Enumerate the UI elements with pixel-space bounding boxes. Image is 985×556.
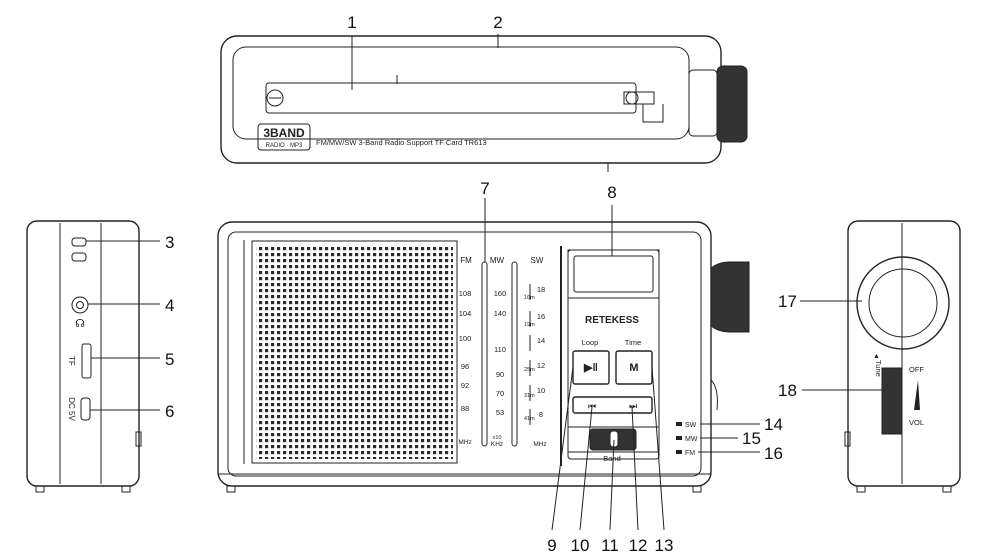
- play-pause-button[interactable]: ▶ǁ: [572, 350, 610, 385]
- next-icon: ⏭: [629, 401, 637, 411]
- sw-tick-label: 18: [537, 285, 545, 294]
- top-tuning-knob: [716, 65, 748, 143]
- sw-tick-label: 14: [537, 336, 545, 345]
- sw-meter-label: 16m: [524, 295, 535, 301]
- fm-tick-label: 104: [459, 309, 472, 318]
- mw-tick-label: 53: [496, 408, 504, 417]
- product-text: FM/MW/SW 3-Band Radio Support TF Card TR…: [316, 138, 487, 147]
- fm-tick-label: 96: [461, 362, 469, 371]
- side-slot-bottom: [71, 252, 87, 262]
- mode-icon: M: [629, 362, 638, 374]
- loop-label: Loop: [582, 338, 599, 347]
- dc-label: DC 5V: [67, 397, 76, 421]
- sw-tick-label: 8: [539, 410, 543, 419]
- mw-indicator-label: MW: [685, 436, 698, 443]
- callout-3: 3: [165, 233, 174, 252]
- callout-11: 11: [601, 536, 619, 555]
- callout-13: 13: [655, 536, 674, 555]
- fm-tick-label: 100: [459, 334, 472, 343]
- dial-pointer-track-left: [481, 261, 488, 447]
- sw-unit: MHz: [533, 441, 546, 448]
- prev-next-button[interactable]: ⏮ ⏭: [572, 396, 653, 414]
- previous-icon: ⏮: [588, 401, 596, 411]
- tf-card-slot: [81, 343, 92, 379]
- side-slot-top: [71, 237, 87, 247]
- band-label: Band: [603, 454, 621, 463]
- mw-tick-label: 90: [496, 370, 504, 379]
- display-window: [567, 249, 660, 299]
- badge-title: 3BAND: [263, 126, 305, 140]
- fm-header: FM: [460, 256, 472, 265]
- 3band-badge: [257, 123, 311, 151]
- mw-unit: KHz: [491, 441, 503, 448]
- callout-18: 18: [778, 381, 797, 400]
- fm-tick-label: 108: [459, 289, 472, 298]
- brand-logo: RETEKESS: [585, 315, 639, 326]
- mw-tick-label: 70: [496, 389, 504, 398]
- front-tuning-knob: [710, 261, 750, 333]
- vol-label: VOL: [909, 418, 924, 427]
- volume-wheel[interactable]: [881, 367, 903, 435]
- callout-12: 12: [629, 536, 648, 555]
- antenna: [265, 82, 637, 114]
- sw-indicator-label: SW: [685, 422, 697, 429]
- tf-label: TF: [67, 356, 76, 366]
- sw-meter-label: 19m: [524, 322, 535, 328]
- mw-tick-label: 140: [494, 309, 507, 318]
- speaker-grille: [251, 240, 458, 464]
- callout-1: 1: [347, 13, 356, 32]
- callout-15: 15: [742, 429, 761, 448]
- top-view: 3BAND RADIO · MP3 FM/MW/SW 3-Band Radio …: [220, 13, 748, 172]
- left-side-view: ☊ TF DC 5V 3 4 5 6: [26, 220, 174, 493]
- lcd-display: [573, 255, 654, 293]
- mw-tick-label: 160: [494, 289, 507, 298]
- mw-tick-label: 110: [494, 345, 506, 354]
- control-panel: [567, 249, 660, 460]
- fm-unit: MHz: [458, 439, 471, 446]
- fm-tick-label: 88: [461, 404, 469, 413]
- volume-wedge-icon: [914, 380, 920, 410]
- fm-tick-label: 92: [461, 381, 469, 390]
- sw-tick-label: 10: [537, 386, 545, 395]
- callout-10: 10: [571, 536, 590, 555]
- time-label: Time: [625, 338, 641, 347]
- badge-subtitle: RADIO · MP3: [266, 143, 303, 149]
- callout-8: 8: [607, 183, 616, 202]
- off-label: OFF: [909, 365, 924, 374]
- callout-5: 5: [165, 350, 174, 369]
- mw-header: MW: [490, 256, 505, 265]
- fm-indicator-label: FM: [685, 450, 695, 457]
- right-side-view: Tune ▲ OFF VOL 17 18: [778, 220, 961, 493]
- headphone-icon: ☊: [75, 318, 85, 330]
- callout-17: 17: [778, 292, 797, 311]
- tuning-dial[interactable]: [856, 256, 950, 350]
- callout-6: 6: [165, 402, 174, 421]
- callout-14: 14: [764, 415, 783, 434]
- play-pause-icon: ▶ǁ: [583, 362, 598, 374]
- callout-4: 4: [165, 296, 174, 315]
- dc-port: [80, 397, 91, 421]
- callout-7: 7: [480, 179, 489, 198]
- headphone-jack: [71, 296, 89, 314]
- sw-tick-label: 16: [537, 312, 545, 321]
- sw-meter-label: 31m: [524, 393, 535, 399]
- sw-tick-label: 12: [537, 361, 545, 370]
- callout-2: 2: [493, 13, 502, 32]
- dial-pointer-track-right: [511, 261, 518, 447]
- mw-unit-top: x10: [493, 435, 502, 441]
- tune-arrow-icon: ▲: [873, 353, 880, 360]
- sw-header: SW: [531, 256, 544, 265]
- antenna-pivot: [266, 89, 284, 107]
- sw-meter-label: 25m: [524, 367, 535, 373]
- callout-9: 9: [547, 536, 556, 555]
- speaker-mesh: [256, 245, 453, 459]
- mode-button[interactable]: M: [615, 350, 653, 385]
- sw-meter-label: 41m: [524, 416, 535, 422]
- callout-16: 16: [764, 444, 783, 463]
- tune-label: Tune: [874, 360, 883, 377]
